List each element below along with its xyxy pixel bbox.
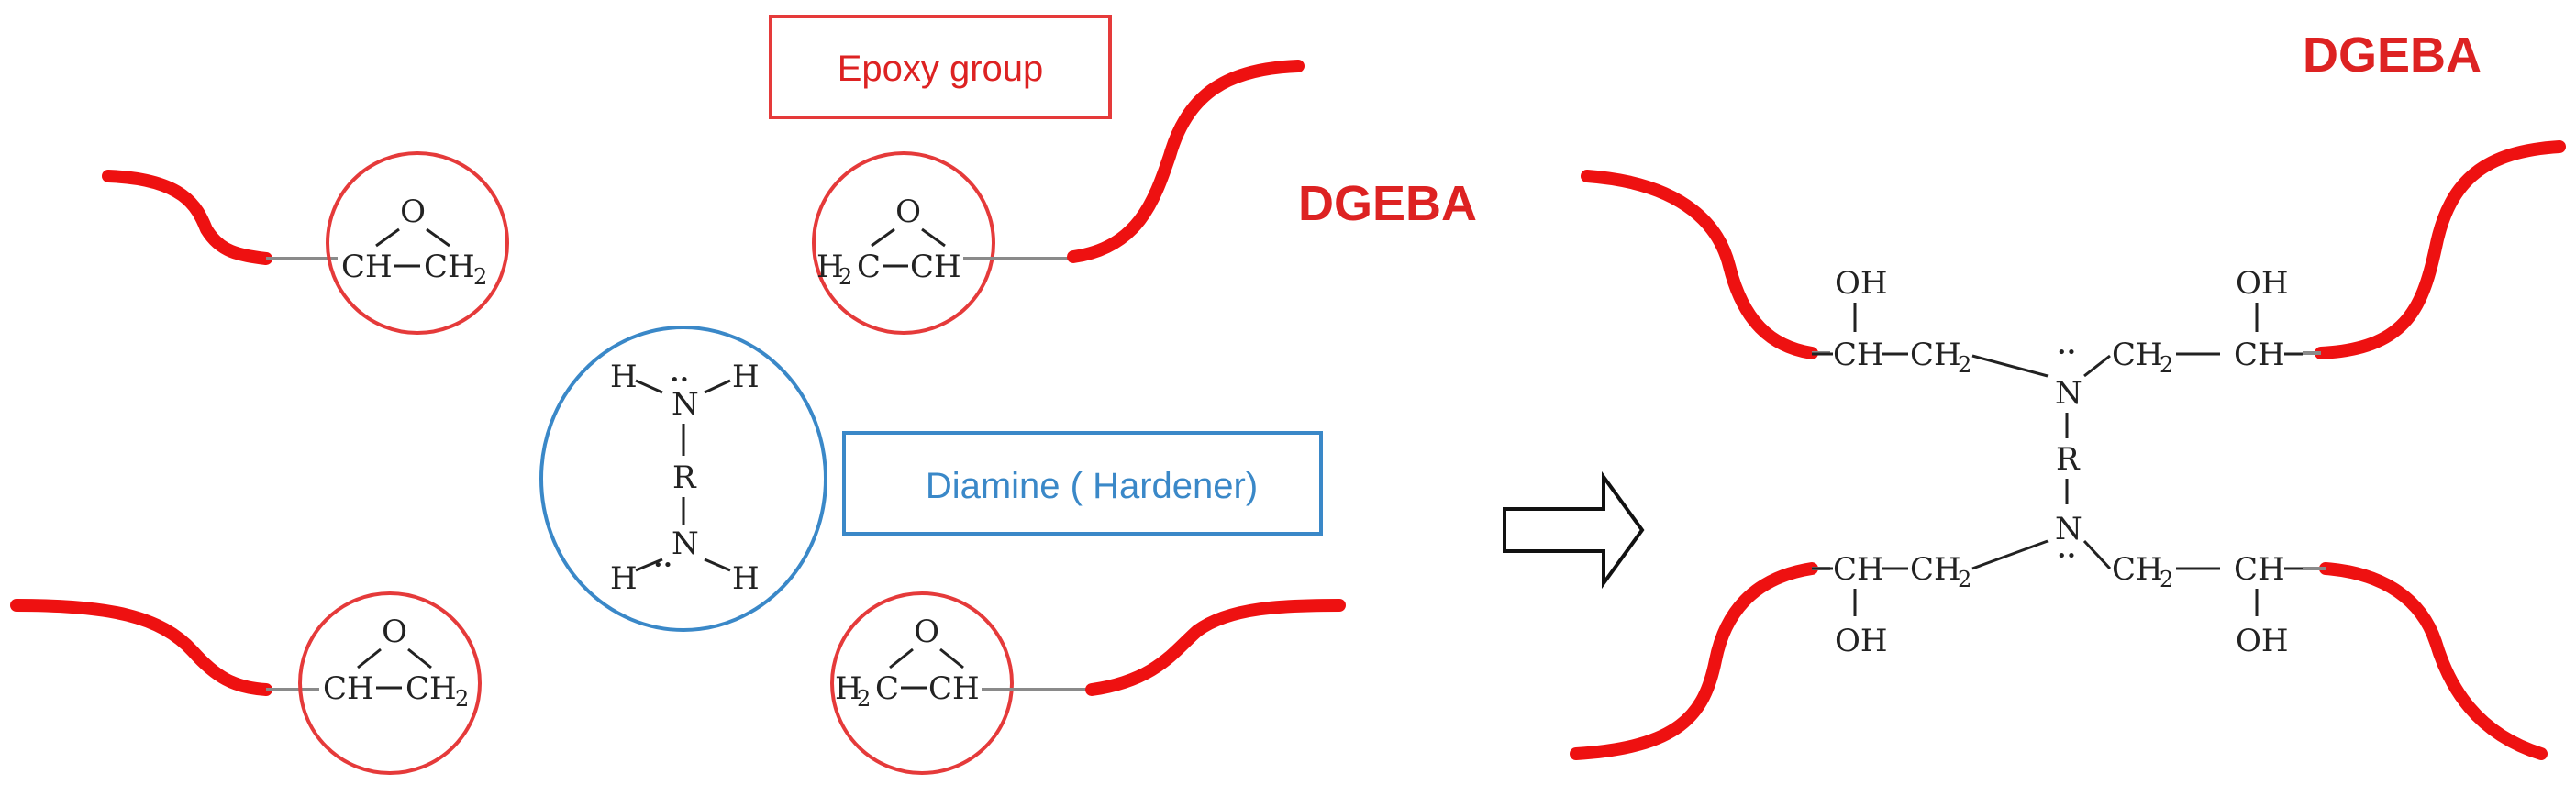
subscript-two: 2 [455, 686, 469, 712]
ring-bond [921, 227, 946, 248]
h-atom: H [610, 560, 638, 597]
subscript-two: 2 [1958, 352, 1971, 378]
epoxy-group-box [769, 15, 1112, 119]
n-h-bond [704, 558, 731, 572]
epoxy-molecule-top-right: O H 2 C CH [812, 60, 1305, 335]
dgeba-chain-product-bottom-left [1570, 562, 1818, 760]
dgeba-chain-top-right [1067, 60, 1305, 263]
epoxy-group-label: Epoxy group [769, 15, 1112, 119]
chain-bond [1971, 539, 2049, 570]
chain-bond [2082, 539, 2112, 570]
oxygen-atom: O [895, 193, 921, 230]
lone-pair-dots: •• [2057, 343, 2076, 362]
epoxy-molecule-bottom-right: O H 2 C CH [830, 591, 1346, 775]
ch-group: CH [341, 249, 393, 285]
ring-bond [426, 227, 450, 248]
diamine-box [842, 431, 1323, 536]
ch-group: CH [2234, 551, 2285, 588]
ch-group: CH [2234, 337, 2285, 373]
r-group: R [2056, 441, 2081, 478]
ring-bond [889, 647, 914, 669]
ring-bond [375, 227, 400, 248]
oxygen-atom: O [914, 614, 939, 650]
epoxy-group-text: Epoxy group [838, 49, 1044, 89]
diamine-ellipse [539, 326, 827, 632]
n-atom-bottom: N [2055, 511, 2082, 547]
dgeba-chain-bottom-left [10, 599, 272, 696]
h-atom: H [835, 670, 862, 707]
dgeba-chain-top-left [102, 170, 272, 265]
chain-bond [2083, 354, 2111, 378]
ch-group: CH [1833, 551, 1884, 588]
reaction-arrow-icon [1503, 470, 1645, 590]
dgeba-chain-product-bottom-right [2319, 562, 2548, 760]
c-atom: C [875, 670, 899, 707]
ch2-group: CH [405, 670, 457, 707]
oxygen-atom: O [400, 193, 426, 230]
ring-bond [939, 647, 964, 669]
chain-bond [1971, 354, 2049, 378]
ch-group: CH [1833, 337, 1884, 373]
epoxy-circle-bottom-left [298, 591, 482, 775]
hydroxyl-group: OH [1835, 623, 1888, 659]
ch2-group: CH [1910, 337, 1961, 373]
r-group: R [672, 459, 697, 496]
hydroxyl-group: OH [2236, 265, 2289, 302]
hydroxyl-group: OH [1835, 265, 1888, 302]
subscript-two: 2 [2160, 567, 2173, 592]
n-h-bond [704, 379, 731, 394]
ring-bond [871, 227, 895, 248]
n-atom-top: N [2055, 375, 2082, 412]
n-atom-bottom: N [672, 525, 699, 562]
epoxy-molecule-top-left: O CH CH 2 [102, 151, 509, 335]
dgeba-chain-product-top-right [2315, 140, 2566, 359]
oxygen-atom: O [382, 614, 407, 650]
h-atom: H [816, 249, 844, 285]
subscript-two: 2 [1958, 567, 1971, 592]
ch-group: CH [323, 670, 374, 707]
cured-network: OH CH CH 2 •• N CH 2 CH OH R N •• CH CH … [1570, 140, 2566, 760]
ch2-group: CH [2112, 337, 2163, 373]
ch2-group: CH [2112, 551, 2163, 588]
lone-pair-dots: •• [670, 370, 689, 390]
ring-bond [357, 647, 382, 669]
lone-pair-dots: •• [653, 556, 672, 575]
h-atom: H [610, 359, 638, 395]
diamine-molecule: H H •• N R N •• H H [539, 326, 827, 632]
n-atom-top: N [672, 386, 699, 423]
lone-pair-dots: •• [2057, 547, 2076, 566]
ch2-group: CH [1910, 551, 1961, 588]
subscript-two: 2 [2160, 352, 2173, 378]
subscript-two: 2 [473, 264, 487, 290]
dgeba-chain-bottom-right [1085, 599, 1346, 696]
dgeba-chain-product-top-left [1581, 170, 1818, 359]
diamine-text: Diamine ( Hardener) [926, 466, 1258, 506]
h-atom: H [732, 560, 760, 597]
dgeba-label-left: DGEBA [1298, 176, 1477, 231]
subscript-two: 2 [857, 686, 871, 712]
n-h-bond [635, 558, 663, 572]
n-h-bond [635, 379, 663, 394]
epoxy-molecule-bottom-left: O CH CH 2 [10, 591, 482, 775]
h-atom: H [732, 359, 760, 395]
epoxy-circle-top-right [812, 151, 995, 335]
subscript-two: 2 [838, 264, 852, 290]
ch-group: CH [910, 249, 961, 285]
hydroxyl-group: OH [2236, 623, 2289, 659]
ring-bond [407, 647, 432, 669]
c-atom: C [857, 249, 881, 285]
diamine-label: Diamine ( Hardener) [842, 431, 1323, 536]
dgeba-label-right: DGEBA [2303, 28, 2482, 83]
ch2-group: CH [424, 249, 475, 285]
epoxy-circle-top-left [326, 151, 509, 335]
epoxy-circle-bottom-right [830, 591, 1014, 775]
ch-group: CH [928, 670, 980, 707]
